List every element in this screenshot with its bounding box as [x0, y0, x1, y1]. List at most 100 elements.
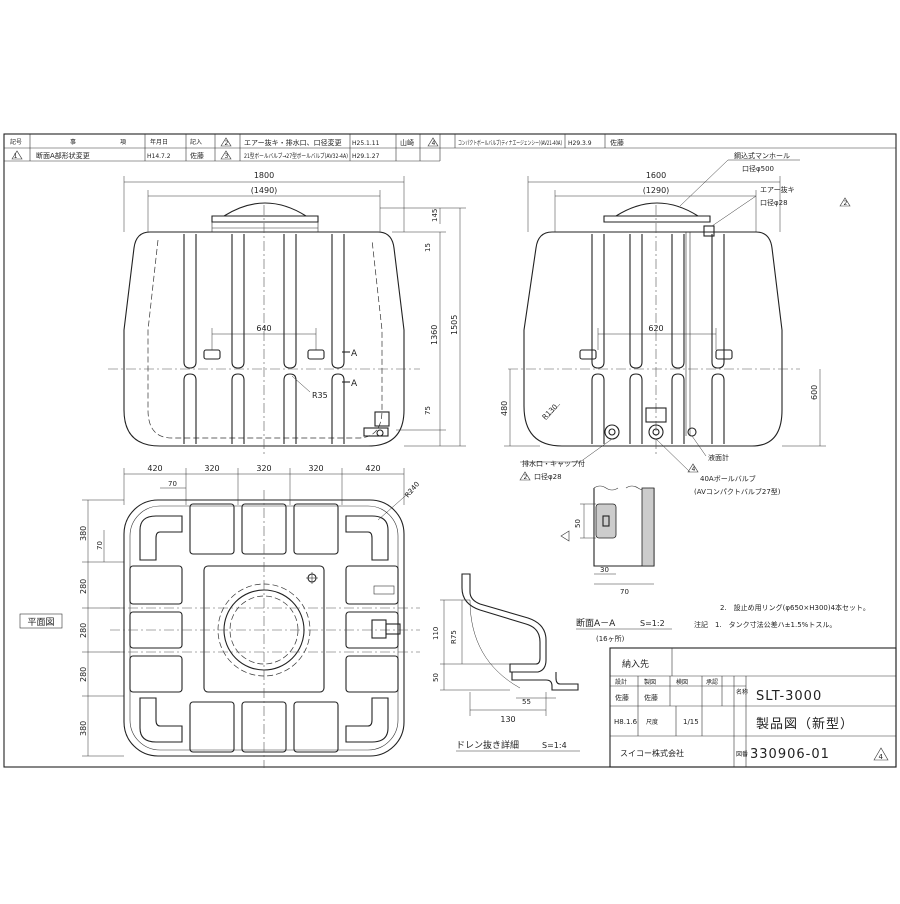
fv-dim-1360: 1360: [430, 325, 439, 345]
sv-rev-mark-4: 4: [692, 466, 696, 473]
sv-callout-ball-valve-note: (AVコンパクトバルブ27型): [694, 487, 781, 496]
front-view: 1800 (1490): [108, 171, 466, 455]
sv-rev-mark-2a: 2: [844, 200, 848, 207]
fv-dim-640: 640: [256, 324, 271, 333]
tb-scale-label: 尺度: [646, 718, 658, 726]
rev2-mark: 2: [225, 140, 229, 147]
tb-drawing-type: 製品図（新型）: [756, 716, 854, 732]
sv-dim-width: 1600: [646, 171, 666, 180]
tb-date: H8.1.6: [614, 718, 638, 726]
tb-drawing-number: 330906-01: [750, 747, 830, 762]
rev-header-item1: 事: [70, 138, 76, 146]
dd-dim-110: 110: [432, 627, 440, 640]
sa-dim-70: 70: [620, 588, 629, 596]
revision-table: 記号 事 項 年月日 記入 1 断面A部形状変更 H14.7.2 佐藤 2 エア…: [4, 134, 896, 162]
sa-scale: S=1:2: [640, 619, 665, 628]
tb-col-design: 設計: [615, 678, 627, 686]
fv-dim-145: 145: [431, 209, 439, 222]
rev1-date: H14.7.2: [147, 153, 171, 160]
pv-dim-top-2: 320: [204, 464, 219, 473]
tb-scale-value: 1/15: [683, 718, 699, 726]
fv-section-mark-1: A: [351, 349, 358, 359]
pv-dim-top-1: 420: [147, 464, 162, 473]
sv-callout-drain-dia: 口径φ28: [534, 472, 562, 481]
drain-detail: 110 R75 50 130 55 ドレン抜き詳細 S=1:4: [432, 573, 580, 752]
tb-designer: 佐藤: [615, 693, 629, 702]
sv-callout-ball-valve: 40Aボールバルブ: [700, 474, 756, 483]
pv-dim-left-2: 280: [79, 579, 88, 594]
pv-dim-top-5: 420: [365, 464, 380, 473]
rev3-mark: 3: [225, 153, 229, 160]
tb-number-label: 図番: [736, 751, 748, 758]
sv-callout-drain: 排水口・キャップ付: [522, 459, 585, 468]
fv-dim-r35: R35: [312, 391, 328, 400]
tb-company: スイコー株式会社: [620, 748, 684, 758]
sv-rev-mark-2b: 2: [524, 474, 528, 481]
sa-dim-30: 30: [600, 566, 609, 574]
dd-dim-130: 130: [500, 715, 515, 724]
dd-scale: S=1:4: [542, 741, 567, 750]
note-2: 2. 設止め用リング(φ650×H300)4本セット。: [720, 603, 870, 612]
rev2-text: エアー抜キ・排水口、口径変更: [244, 138, 342, 147]
sv-callout-air-vent-dia: 口径φ28: [760, 198, 788, 207]
rev3-text: 21型ボールバルブ→27型ボールバルブ(AV32-4A): [244, 152, 348, 160]
sheet-border: [3, 133, 897, 768]
sv-dim-480: 480: [500, 401, 509, 416]
tb-drafter: 佐藤: [644, 693, 658, 702]
sv-callout-manhole: 鋼込式マンホール: [734, 151, 790, 160]
pv-dim-top-4: 320: [308, 464, 323, 473]
pv-dim-r240: R240: [403, 480, 421, 499]
sa-dim-50: 50: [574, 519, 582, 528]
rev4-mark: 4: [432, 140, 436, 147]
rev-header-by: 記入: [190, 138, 202, 146]
tb-col-check: 検図: [676, 678, 688, 686]
fv-dim-1505: 1505: [450, 315, 459, 335]
dd-dim-55: 55: [522, 698, 531, 706]
tb-product-name: SLT-3000: [756, 689, 822, 704]
notes: 2. 設止め用リング(φ650×H300)4本セット。 注記 1. タンク寸法公…: [694, 603, 870, 629]
rev1-by: 佐藤: [190, 151, 204, 160]
dd-dim-r75: R75: [450, 630, 458, 644]
sa-title: 断面A－A: [576, 617, 616, 629]
tb-revision-mark: 4: [879, 753, 884, 761]
rev1-mark: 1: [14, 153, 18, 160]
rev4-text: コンパクトボールバルブ(ティナエージェンシー)(AV21-40A): [458, 139, 562, 147]
tb-col-draft: 製図: [644, 678, 656, 686]
sa-note: (16ヶ所): [596, 634, 625, 643]
tb-name-label: 名称: [736, 688, 748, 696]
rev-header-mark: 記号: [10, 138, 22, 146]
pv-dim-left-1: 380: [79, 526, 88, 541]
fv-dim-15: 15: [424, 243, 432, 252]
rev4-date: H29.3.9: [568, 140, 592, 147]
note-1: 注記 1. タンク寸法公差ハ±1.5%トスル。: [694, 620, 836, 629]
side-view: 1600 (1290) 620: [500, 151, 851, 496]
rev2-by: 山崎: [400, 138, 414, 147]
sv-dim-r130: R130: [541, 403, 560, 422]
sv-dim-600: 600: [810, 385, 819, 400]
section-detail: 50 30 70 断面A－A S=1:2 (16ヶ所): [560, 485, 672, 643]
tb-col-approve: 承認: [706, 678, 718, 686]
rev3-date: H29.1.27: [352, 153, 380, 160]
rev2-date: H25.1.11: [352, 140, 380, 147]
pv-dim-left-4: 280: [79, 667, 88, 682]
sv-dim-inner: (1290): [643, 186, 670, 195]
fv-dim-75: 75: [424, 406, 432, 415]
sv-callout-air-vent: エアー抜キ: [760, 185, 795, 194]
pv-dim-top-3: 320: [256, 464, 271, 473]
fv-section-mark-2: A: [351, 379, 358, 389]
fv-dim-width: 1800: [254, 171, 274, 180]
dd-dim-50: 50: [432, 673, 440, 682]
rev-header-date: 年月日: [150, 138, 168, 146]
sv-callout-level: 液面計: [708, 453, 729, 462]
pv-dim-left-3: 280: [79, 623, 88, 638]
sv-callout-manhole-dia: 口径φ500: [742, 164, 774, 173]
rev1-text: 断面A部形状変更: [36, 151, 90, 160]
rev-header-item2: 項: [120, 139, 126, 146]
plan-view: 420 320 320 320 420 70 380 280 280 280 3…: [19, 464, 421, 768]
pv-dim-70-top: 70: [168, 480, 177, 488]
dd-title: ドレン抜き詳細: [456, 739, 519, 751]
pv-label: 平面図: [27, 617, 54, 628]
tb-delivery-label: 納入先: [622, 658, 649, 670]
